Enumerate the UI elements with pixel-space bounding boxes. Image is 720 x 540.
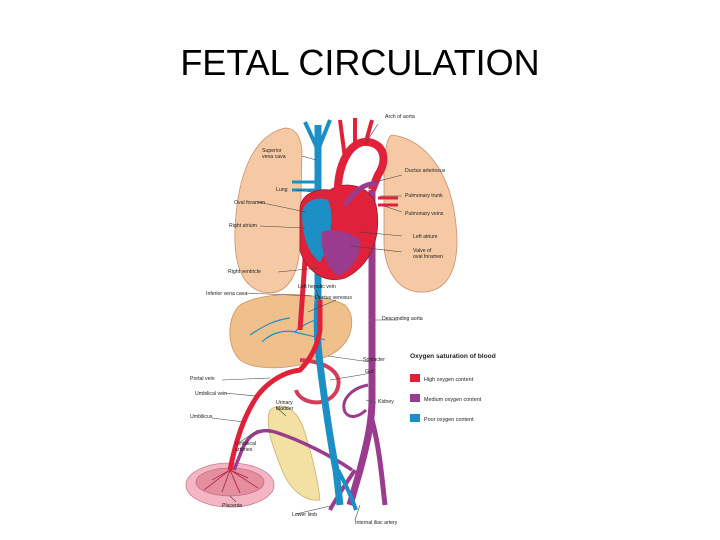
label-lower-limb: Lower limb (292, 512, 317, 518)
aorta-branch-right (369, 419, 388, 506)
label-umbilical-vein: Umbilical vein (195, 391, 227, 397)
label-arch-of-aorta: Arch of aorta (385, 114, 415, 120)
label-placenta: Placenta (222, 503, 242, 509)
aortic-branches (338, 118, 374, 159)
label-right-ventricle: Right ventricle (228, 269, 261, 275)
label-right-atrium: Right atrium (229, 223, 257, 229)
label-lung: Lung (276, 187, 288, 193)
inferior-vena-cava (313, 240, 344, 506)
label-internal-iliac-artery: Internal iliac artery (355, 520, 398, 526)
legend-label-medium: Medium oxygen content (424, 397, 482, 403)
label-inferior-vena-cava: Inferior vena cava (206, 291, 247, 297)
placenta-vessels (203, 469, 259, 494)
label-kidney: Kidney (378, 399, 394, 405)
label-ductus-arteriosus: Ductus arteriosus (405, 168, 446, 174)
label-pulmonary-veins: Pulmonary veins (405, 211, 444, 217)
label-portal-vein: Portal vein (190, 376, 215, 382)
right-lung (234, 127, 303, 294)
pulmonary-veins-left (378, 196, 398, 207)
umbilical-vein (227, 300, 323, 471)
label-left-hepatic-vein: Left hepatic vein (298, 284, 336, 290)
legend-swatch-poor (410, 414, 420, 422)
label-descending-aorta: Descending aorta (382, 316, 423, 322)
label-pulmonary-trunk: Pulmonary trunk (405, 193, 443, 199)
kidney-vessel (342, 383, 369, 418)
legend-swatch-medium (410, 394, 420, 402)
label-left-atrium: Left atrium (413, 234, 438, 240)
label-oval-foramen: Oval foramen (234, 200, 265, 206)
arch-of-aorta (333, 137, 388, 201)
heart-ventricles (321, 230, 361, 276)
svc-branch (303, 119, 332, 151)
iliac-vein (336, 469, 358, 511)
label-sphincter: Sphincter (363, 357, 385, 363)
label-gut: Gut (365, 369, 374, 375)
liver-vessels (249, 317, 326, 343)
legend-swatch-high (410, 374, 420, 382)
placenta-inner (195, 467, 265, 497)
legend: Oxygen saturation of blood High oxygen c… (410, 353, 496, 423)
urinary-bladder (267, 405, 321, 501)
legend-label-high: High oxygen content (424, 377, 474, 383)
legend-title: Oxygen saturation of blood (410, 353, 496, 360)
label-ductus-venosus: Ductus venosus (315, 295, 352, 301)
descending-aorta (346, 190, 376, 506)
leader-lines (211, 123, 403, 521)
ductus-arteriosus (342, 181, 379, 207)
legend-label-poor: Poor oxygen content (424, 417, 474, 423)
label-umbilicus: Umbilicus (190, 414, 213, 420)
slide-title: FETAL CIRCULATION (180, 42, 540, 83)
